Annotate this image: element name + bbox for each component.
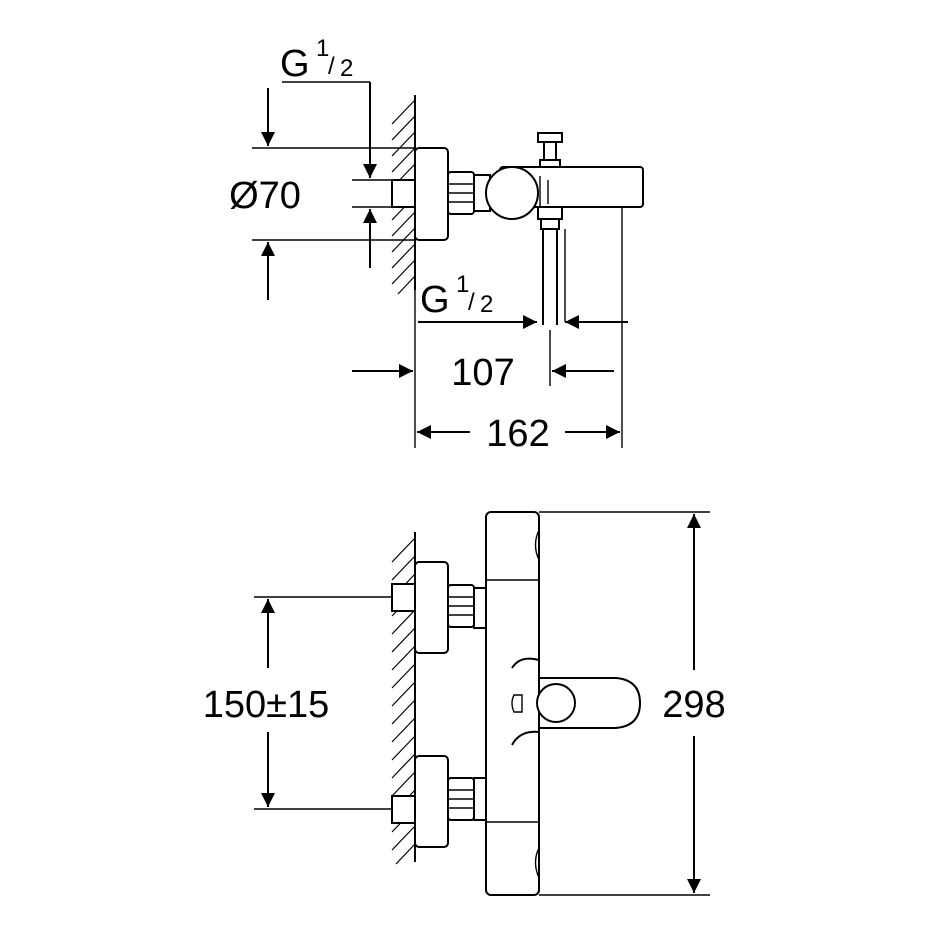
diameter-label: Ø70	[229, 175, 301, 217]
lever-handle	[511, 657, 642, 746]
thread-dimension-top: G 1 / 2	[280, 35, 392, 268]
hex-nut-top	[447, 171, 475, 215]
dimension-107: 107	[352, 240, 614, 448]
dim-298-label: 298	[662, 684, 725, 726]
dim-162-label: 162	[486, 413, 549, 455]
top-view: Ø70 G 1 / 2 G 1 / 2	[229, 35, 644, 455]
thread-label-top: G 1 / 2	[280, 35, 353, 85]
diverter-knob	[537, 132, 563, 168]
front-view: 150±15 298	[203, 511, 726, 896]
rosette-top	[414, 147, 449, 241]
dim-150-label: 150±15	[203, 684, 330, 726]
diameter-dimension: Ø70	[229, 88, 415, 300]
body-detail	[539, 176, 549, 206]
dimension-162: 162	[417, 207, 623, 455]
dimension-298: 298	[539, 511, 726, 896]
thread-dimension-mid: G 1 / 2	[418, 229, 628, 329]
pipe-stub-top	[391, 179, 416, 208]
dimension-150: 150±15	[203, 596, 392, 810]
upper-connection	[391, 561, 502, 654]
dim-107-label: 107	[451, 352, 514, 394]
handle-circle	[485, 166, 539, 220]
thread-label-mid: G 1 / 2	[420, 271, 493, 321]
spout-outlet	[537, 206, 563, 325]
